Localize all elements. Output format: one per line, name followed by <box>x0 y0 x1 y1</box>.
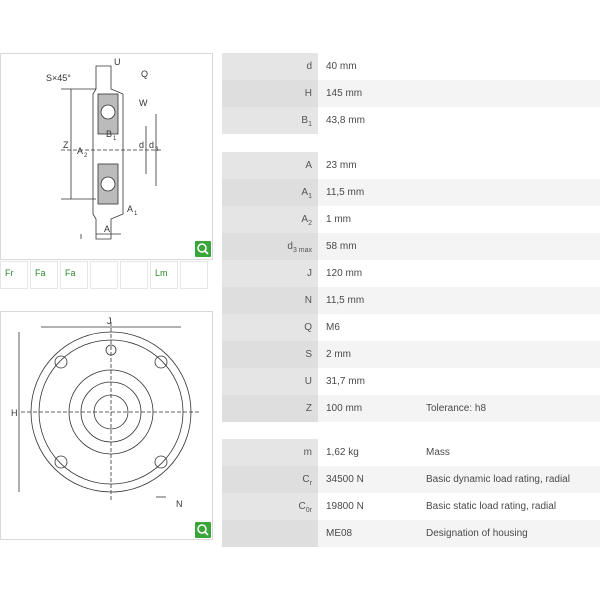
label-w: W <box>139 98 148 108</box>
front-view-drawing: J H N <box>11 316 201 509</box>
seal-icon[interactable] <box>180 261 208 289</box>
label-a2: A <box>77 146 83 156</box>
label-u: U <box>114 57 121 67</box>
label-n: N <box>176 499 183 509</box>
label-a1: A <box>127 204 133 214</box>
label-d: d <box>139 140 144 150</box>
label-a2-sub: 2 <box>84 153 88 159</box>
zoom-front-button[interactable] <box>195 522 211 538</box>
misalignment-icon[interactable] <box>90 261 118 289</box>
radial-load-icon[interactable]: Fr <box>0 261 28 289</box>
label-a: A <box>104 224 110 234</box>
label-a1-sub: 1 <box>134 211 138 217</box>
front-view-panel: J H N <box>0 311 213 540</box>
label-b1-sub: 1 <box>113 136 117 142</box>
axial-load-left-icon[interactable]: Fa <box>30 261 58 289</box>
label-j: J <box>107 316 112 326</box>
magnifier-icon <box>197 243 209 255</box>
label-q: Q <box>141 69 148 79</box>
magnifier-icon <box>197 524 209 536</box>
label-h: H <box>11 408 18 418</box>
label-s45: S×45° <box>46 73 71 83</box>
lubrication-icon[interactable]: Lm <box>150 261 178 289</box>
angle-icon[interactable] <box>120 261 148 289</box>
feature-icon-strip: Fr Fa Fa Lm <box>0 261 213 290</box>
zoom-section-button[interactable] <box>195 241 211 257</box>
axial-load-both-icon[interactable]: Fa <box>60 261 88 289</box>
section-drawing-panel: S×45° U Q W Z B 1 A 2 d d 3 A 1 A <box>0 53 213 260</box>
label-d3-sub: 3 <box>155 147 159 153</box>
label-d3: d <box>149 140 154 150</box>
label-z: Z <box>63 140 69 150</box>
section-drawing: S×45° U Q W Z B 1 A 2 d d 3 A 1 A <box>46 57 161 240</box>
label-b1: B <box>106 129 112 139</box>
